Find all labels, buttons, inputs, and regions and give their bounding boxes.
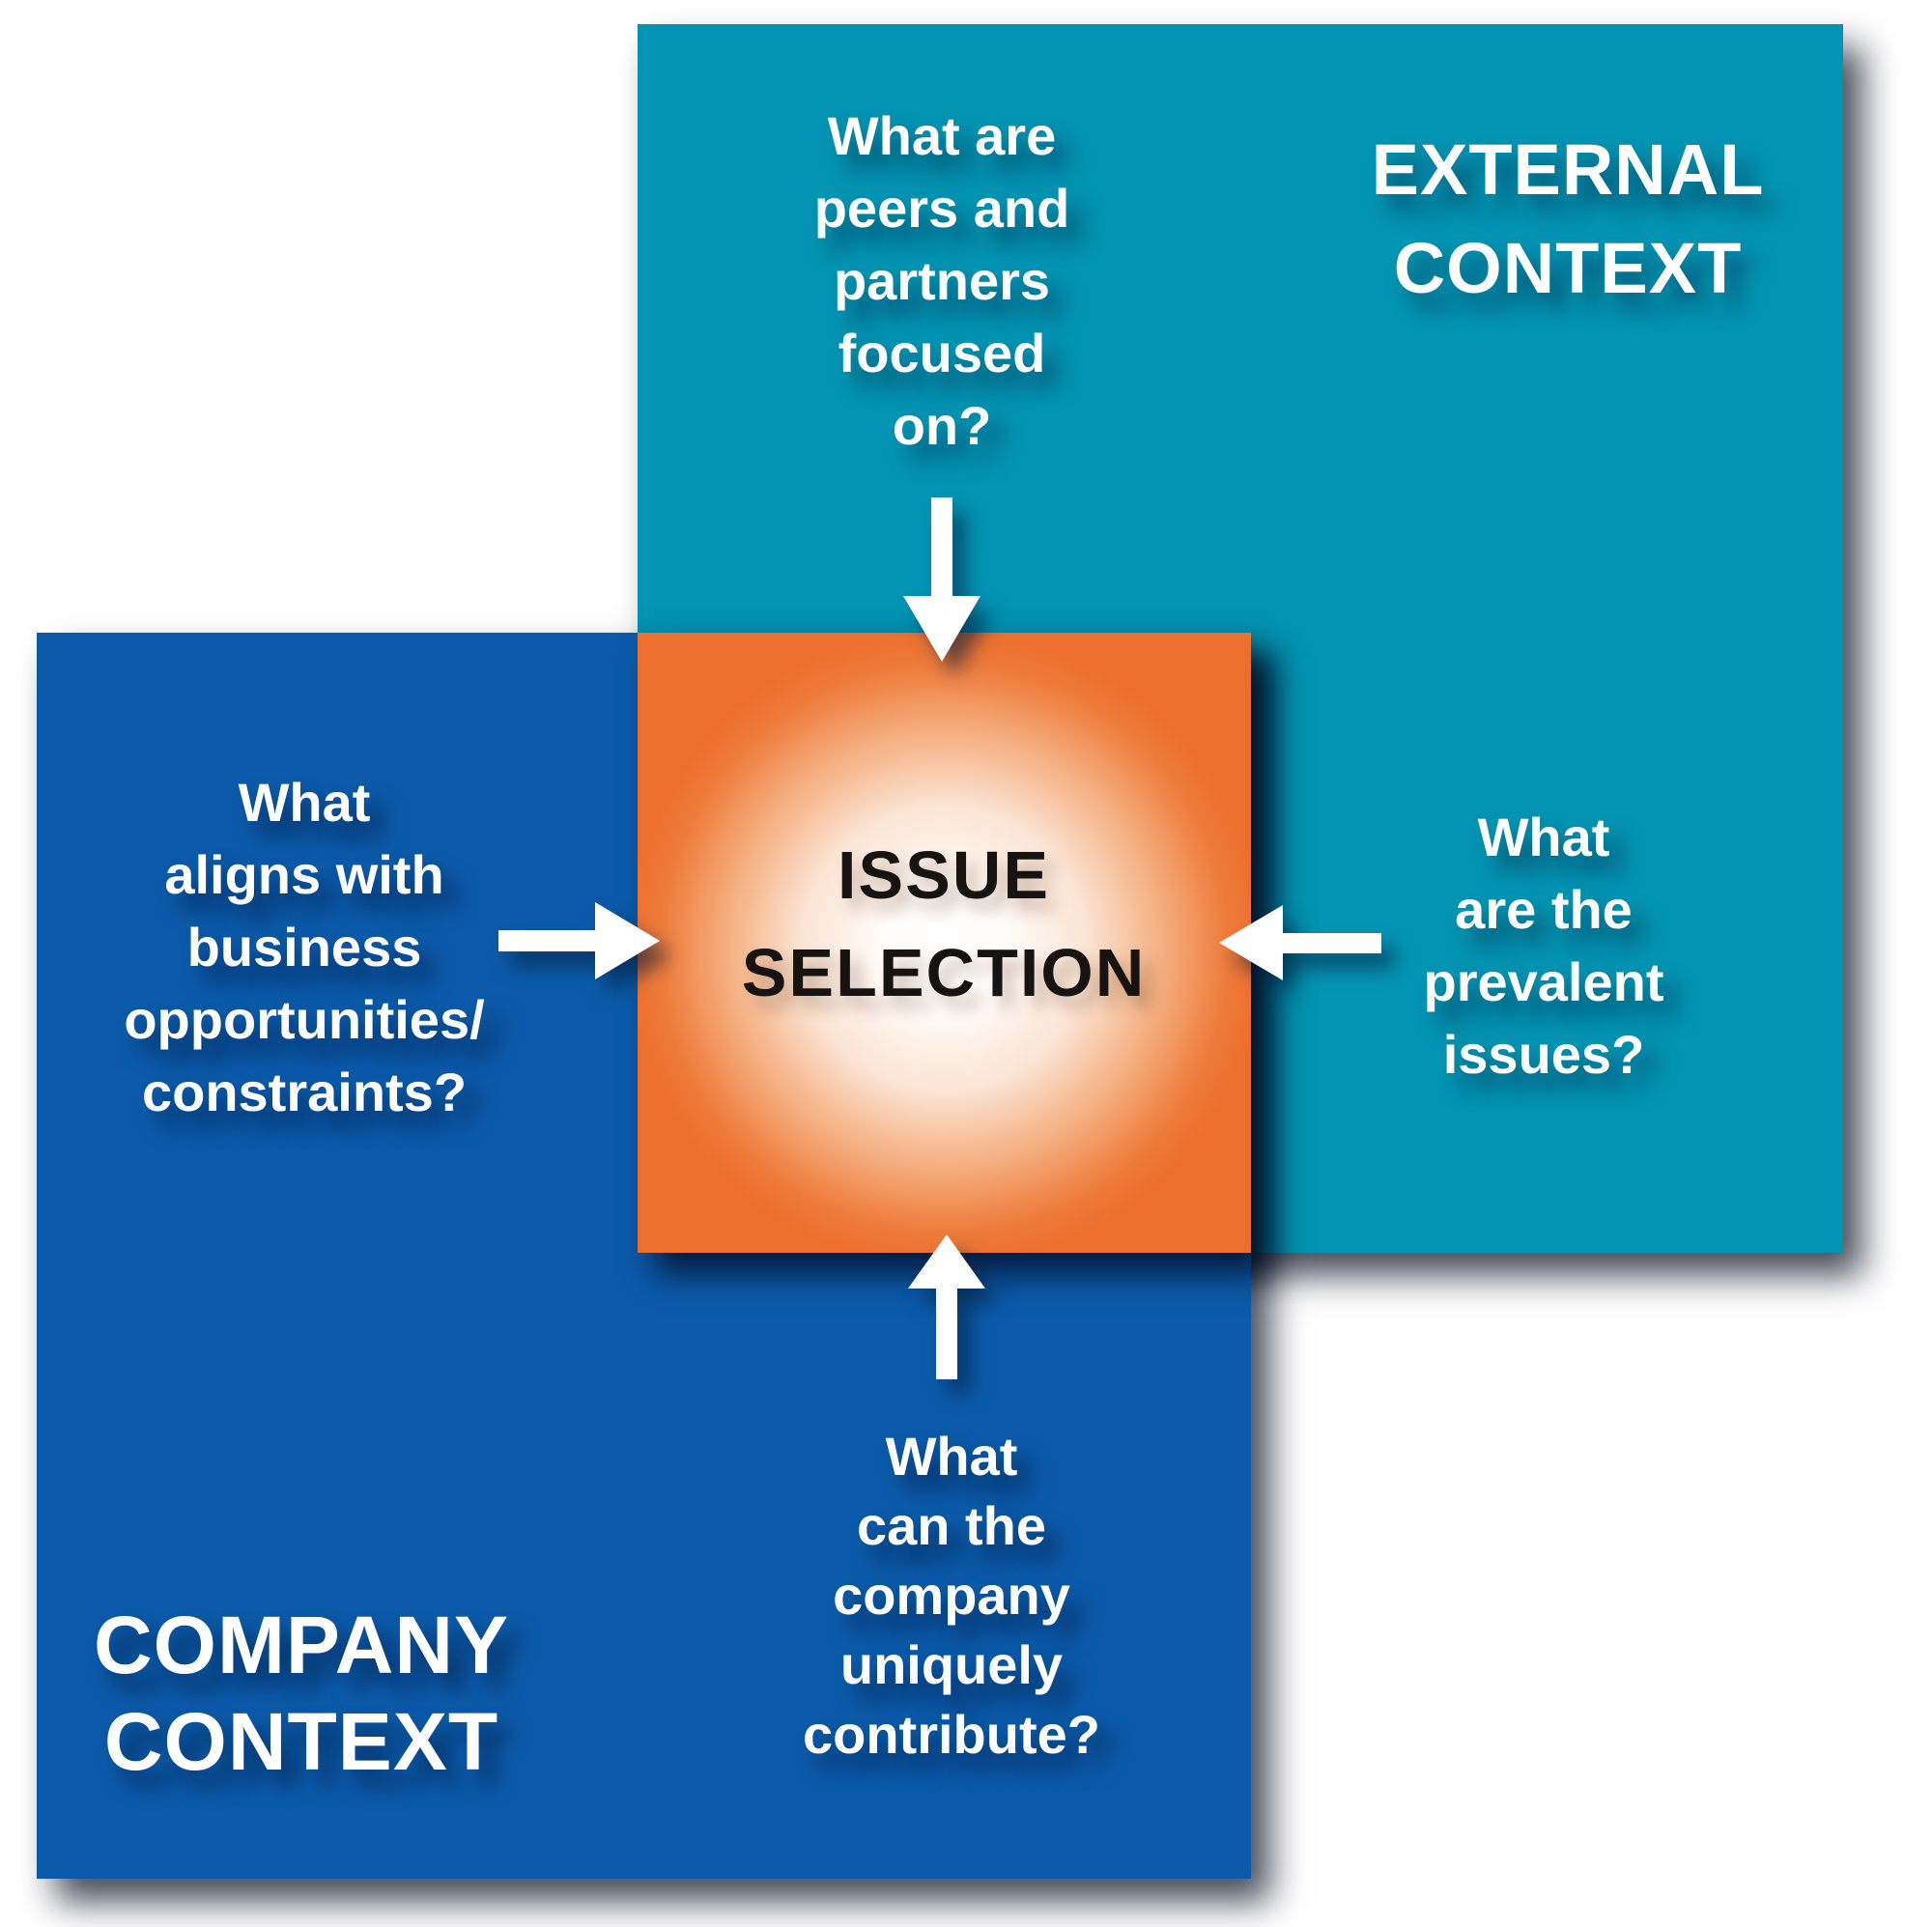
arrow-right-head (595, 902, 660, 979)
arrow-left-icon (1219, 905, 1381, 980)
question-prevalent-issues: What are the prevalent issues? (1423, 807, 1664, 1085)
arrow-left-tail (1282, 933, 1381, 953)
arrow-up-icon (908, 1234, 985, 1379)
arrow-right-tail (498, 930, 596, 951)
arrow-down-head (903, 596, 980, 662)
arrow-up-head (908, 1234, 985, 1289)
arrow-down-tail (931, 497, 952, 597)
arrow-left-head (1219, 905, 1283, 980)
question-uniquely-contribute: What can the company uniquely contribute… (803, 1426, 1100, 1765)
question-peers-partners: What are peers and partners focused on? (813, 105, 1070, 456)
issue-selection-label: ISSUE SELECTION (741, 837, 1147, 1010)
external-context-title: EXTERNAL CONTEXT (1371, 129, 1765, 308)
arrow-right-icon (498, 902, 660, 979)
issue-selection-box (638, 633, 1251, 1253)
arrow-up-tail (936, 1288, 957, 1379)
company-context-title: COMPANY CONTEXT (93, 1600, 510, 1787)
arrow-down-icon (903, 497, 980, 662)
question-business-opportunities: What aligns with business opportunities/… (124, 772, 485, 1122)
